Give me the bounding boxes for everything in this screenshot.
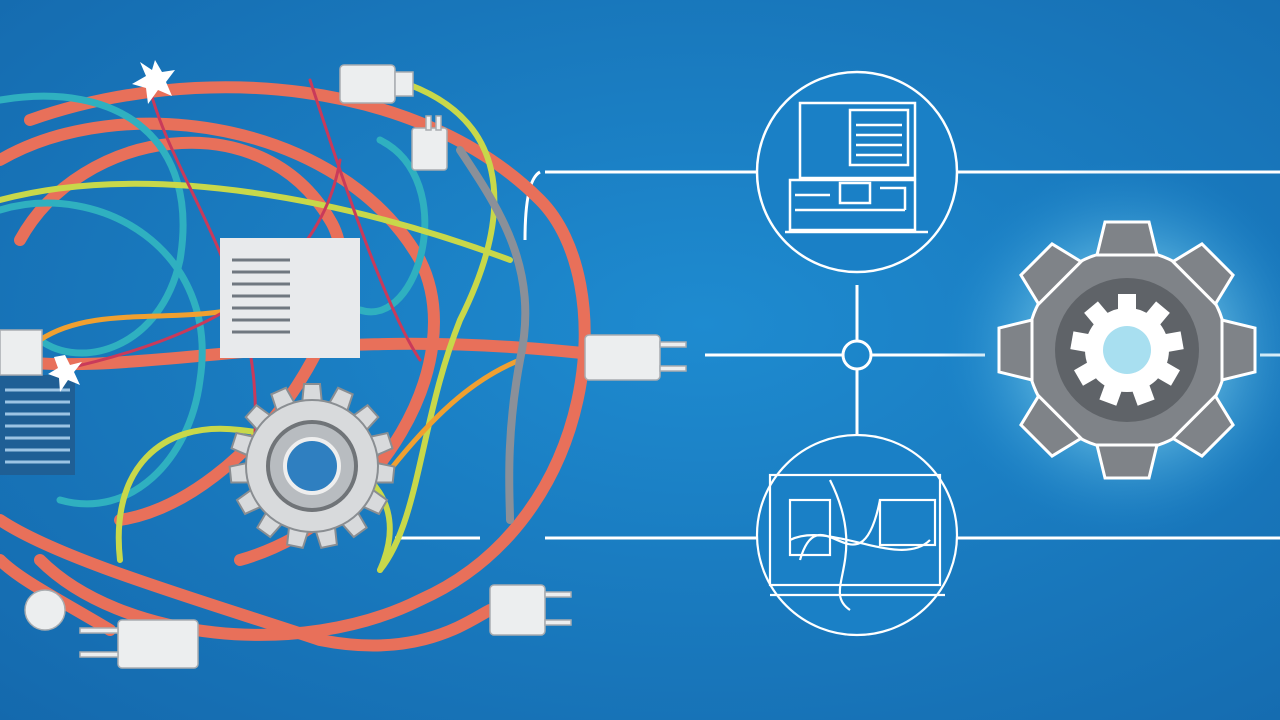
computer-diagram-icon — [755, 70, 959, 274]
circuit-diagram-icon — [755, 433, 959, 637]
gear-icon — [228, 383, 396, 550]
server-box-icon — [220, 238, 360, 358]
spark-icon — [48, 60, 175, 392]
glowing-gear-icon — [997, 220, 1257, 480]
panel-icon — [0, 375, 75, 475]
power-plug-icon — [0, 64, 687, 669]
